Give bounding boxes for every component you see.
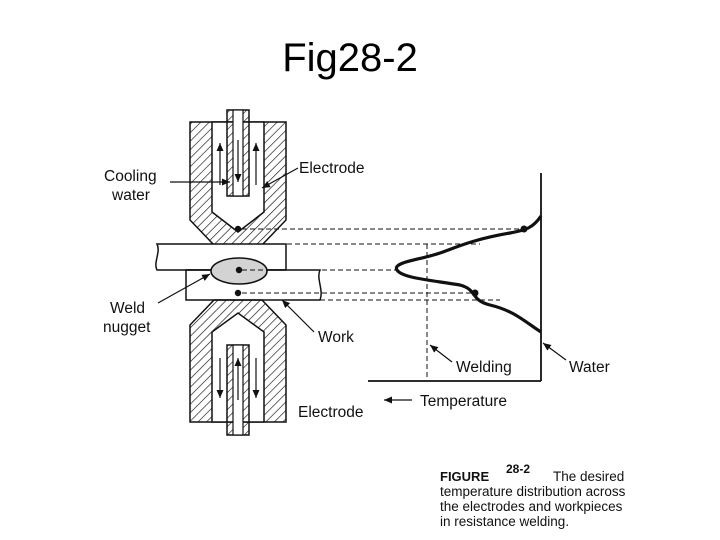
temperature-label: Temperature (420, 393, 507, 410)
leader-lines (157, 167, 567, 404)
cooling-water-label-line2: water (111, 187, 150, 204)
caption-figure-word: FIGURE (440, 469, 489, 484)
electrode-bottom-label: Electrode (298, 404, 363, 421)
caption-line4: in resistance welding. (440, 514, 569, 529)
upper-electrode (189, 109, 287, 246)
temperature-curve (394, 215, 543, 334)
point-lower-work (234, 289, 242, 297)
page-title: Fig28-2 (282, 36, 418, 80)
projection-lines (242, 228, 524, 380)
lower-electrode (189, 299, 287, 436)
caption-figure-number: 28-2 (506, 462, 530, 476)
weld-nugget-label-line1: Weld (110, 300, 145, 317)
caption-line1-tail: The desired (553, 469, 624, 484)
caption-line2: temperature distribution across (440, 484, 626, 499)
welding-label: Welding (456, 359, 512, 376)
point-upper-electrode-tip (234, 225, 242, 233)
cooling-water-label-line1: Cooling (104, 168, 157, 185)
weld-nugget-label-line2: nugget (103, 319, 151, 336)
electrode-top-label: Electrode (299, 160, 364, 177)
caption-line3: the electrodes and workpieces (440, 499, 623, 514)
temperature-axes (368, 173, 542, 382)
point-weld-center (235, 266, 243, 274)
water-label: Water (569, 359, 610, 376)
point-curve-upper (520, 225, 528, 233)
figure-caption: FIGURE 28-2 The desired temperature dist… (440, 462, 626, 529)
point-curve-lower (471, 289, 479, 297)
work-label: Work (318, 329, 354, 346)
